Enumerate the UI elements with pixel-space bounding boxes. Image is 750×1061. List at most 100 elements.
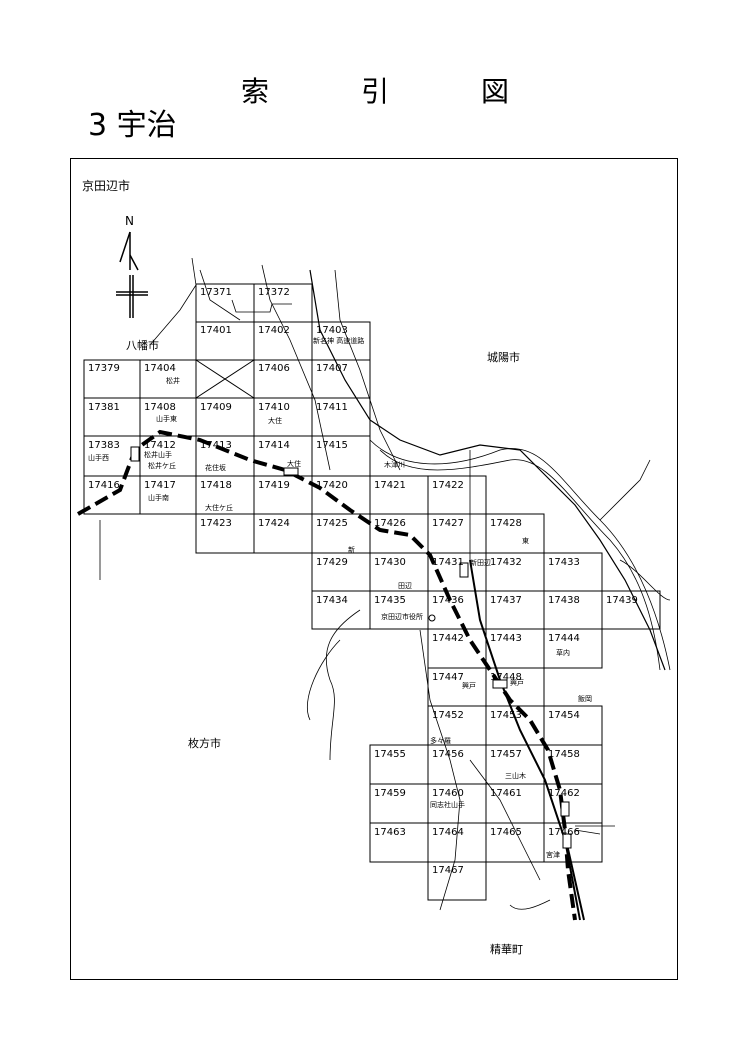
cell-17461[interactable]: 17461 <box>490 788 522 799</box>
road-shinmeishin: 新名神 高速道路 <box>313 337 365 345</box>
cell-17456[interactable]: 17456 <box>432 749 464 760</box>
stations <box>130 446 572 849</box>
cell-17438[interactable]: 17438 <box>548 595 580 606</box>
place-iioka: 飯岡 <box>578 695 592 703</box>
cell-17416[interactable]: 17416 <box>88 480 120 491</box>
town-seika: 精華町 <box>490 943 523 956</box>
title-char: 図 <box>480 75 509 108</box>
place-hanazumizaka: 花住坂 <box>205 464 226 472</box>
cell-17409[interactable]: 17409 <box>200 402 232 413</box>
river-kizugawa: 木津川 <box>384 461 405 469</box>
place-daijugaoka: 大住ケ丘 <box>205 504 233 512</box>
cell-17448[interactable]: 17448 <box>490 672 522 683</box>
cell-17410[interactable]: 17410 <box>258 402 290 413</box>
cell-17463[interactable]: 17463 <box>374 827 406 838</box>
place-tanabe: 田辺 <box>398 582 412 590</box>
roads <box>99 257 671 911</box>
cell-17413[interactable]: 17413 <box>200 440 232 451</box>
north-label: N <box>125 214 134 228</box>
cell-17418[interactable]: 17418 <box>200 480 232 491</box>
cell-17421[interactable]: 17421 <box>374 480 406 491</box>
cell-17462[interactable]: 17462 <box>548 788 580 799</box>
place-yamateminami: 山手南 <box>148 494 169 502</box>
place-daiju: 大住 <box>268 417 282 425</box>
cell-17430[interactable]: 17430 <box>374 557 406 568</box>
cell-17401[interactable]: 17401 <box>200 325 232 336</box>
cell-17464[interactable]: 17464 <box>432 827 464 838</box>
place-yamatehigashi: 山手東 <box>156 415 177 423</box>
cell-17408[interactable]: 17408 <box>144 402 176 413</box>
place-kusauchi: 草内 <box>556 649 570 657</box>
cell-17371[interactable]: 17371 <box>200 287 232 298</box>
place-yamatenishi: 山手西 <box>88 454 109 462</box>
cell-17414[interactable]: 17414 <box>258 440 290 451</box>
cell-17434[interactable]: 17434 <box>316 595 348 606</box>
railway-jr <box>77 429 577 921</box>
cell-17433[interactable]: 17433 <box>548 557 580 568</box>
cell-17439[interactable]: 17439 <box>606 595 638 606</box>
cell-17372[interactable]: 17372 <box>258 287 290 298</box>
cell-17435[interactable]: 17435 <box>374 595 406 606</box>
cell-17411[interactable]: 17411 <box>316 402 348 413</box>
cell-17454[interactable]: 17454 <box>548 710 580 721</box>
cell-17404[interactable]: 17404 <box>144 363 176 374</box>
city-yawata: 八幡市 <box>126 339 159 352</box>
map-subtitle: 3 宇治 <box>88 108 177 143</box>
cell-17429[interactable]: 17429 <box>316 557 348 568</box>
station-kodo: 興戸 <box>510 679 524 687</box>
cell-17437[interactable]: 17437 <box>490 595 522 606</box>
cell-17424[interactable]: 17424 <box>258 518 290 529</box>
cell-17442[interactable]: 17442 <box>432 633 464 644</box>
cell-17458[interactable]: 17458 <box>548 749 580 760</box>
cell-17453[interactable]: 17453 <box>490 710 522 721</box>
place-yoshidzu: 宮津 <box>546 851 560 859</box>
cell-17452[interactable]: 17452 <box>432 710 464 721</box>
cell-17444[interactable]: 17444 <box>548 633 580 644</box>
cell-17436[interactable]: 17436 <box>432 595 464 606</box>
map-frame <box>70 158 678 980</box>
city-hirakata: 枚方市 <box>188 737 221 750</box>
cell-17466[interactable]: 17466 <box>548 827 580 838</box>
place-matsui: 松井 <box>166 377 180 385</box>
cell-17431[interactable]: 17431 <box>432 557 464 568</box>
cell-17457[interactable]: 17457 <box>490 749 522 760</box>
cell-17383[interactable]: 17383 <box>88 440 120 451</box>
cell-17379[interactable]: 17379 <box>88 363 120 374</box>
cell-17459[interactable]: 17459 <box>374 788 406 799</box>
cell-17443[interactable]: 17443 <box>490 633 522 644</box>
cell-17460[interactable]: 17460 <box>432 788 464 799</box>
cell-17402[interactable]: 17402 <box>258 325 290 336</box>
cell-17447[interactable]: 17447 <box>432 672 464 683</box>
cell-17426[interactable]: 17426 <box>374 518 406 529</box>
north-arrow-icon <box>116 231 148 318</box>
title-char: 索 <box>240 75 269 108</box>
place-miyamaki: 三山木 <box>505 772 526 780</box>
cell-17422[interactable]: 17422 <box>432 480 464 491</box>
cell-17412[interactable]: 17412 <box>144 440 176 451</box>
city-joyo: 城陽市 <box>487 351 520 364</box>
cell-17428[interactable]: 17428 <box>490 518 522 529</box>
cell-17381[interactable]: 17381 <box>88 402 120 413</box>
cell-17407[interactable]: 17407 <box>316 363 348 374</box>
station-matsuiyamate: 松井山手 <box>144 451 172 459</box>
cell-17425[interactable]: 17425 <box>316 518 348 529</box>
cell-17465[interactable]: 17465 <box>490 827 522 838</box>
cell-17403[interactable]: 17403 <box>316 325 348 336</box>
cell-17415[interactable]: 17415 <box>316 440 348 451</box>
map-title: 索引図 <box>0 70 750 110</box>
cell-17455[interactable]: 17455 <box>374 749 406 760</box>
place-doshishayamate: 同志社山手 <box>430 801 465 809</box>
place-higashi: 東 <box>522 537 529 545</box>
cell-17406[interactable]: 17406 <box>258 363 290 374</box>
cell-17427[interactable]: 17427 <box>432 518 464 529</box>
cell-17420[interactable]: 17420 <box>316 480 348 491</box>
cell-17432[interactable]: 17432 <box>490 557 522 568</box>
place-matsuigaoka: 松井ケ丘 <box>148 462 176 470</box>
cell-17467[interactable]: 17467 <box>432 865 464 876</box>
city-kyotanabe: 京田辺市 <box>82 179 131 193</box>
cell-17417[interactable]: 17417 <box>144 480 176 491</box>
cell-17419[interactable]: 17419 <box>258 480 290 491</box>
cell-17423[interactable]: 17423 <box>200 518 232 529</box>
title-char: 引 <box>360 75 389 108</box>
